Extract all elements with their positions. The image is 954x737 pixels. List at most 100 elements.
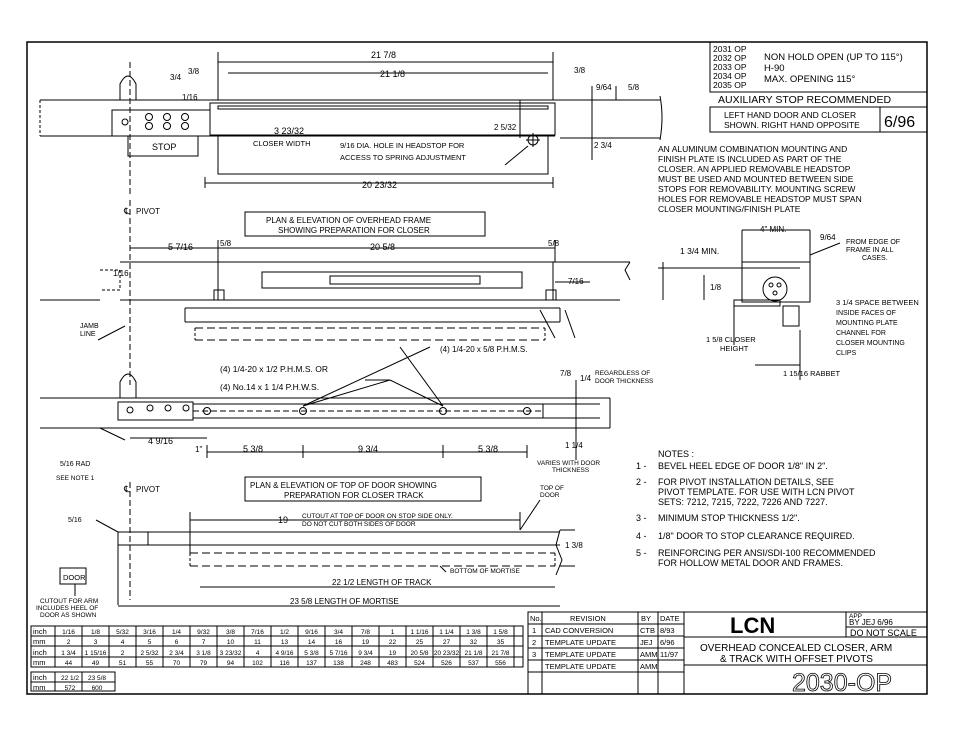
hand-note-1: LEFT HAND DOOR AND CLOSER	[724, 110, 856, 120]
note-text: BEVEL HEEL EDGE OF DOOR 1/8" IN 2".	[658, 461, 828, 471]
note-num: 4 -	[636, 531, 647, 541]
dim-7-16: 7/16	[568, 277, 584, 286]
conversion-cell: 3/16	[143, 629, 156, 636]
bottom-of-mortise: BOTTOM OF MORTISE	[450, 568, 520, 575]
conversion-cell: 10	[227, 639, 235, 646]
dim-1-16: 1/16	[182, 93, 198, 102]
plate-note-line: AN ALUMINUM COMBINATION MOUNTING AND	[658, 144, 847, 154]
conversion-cell: 14	[308, 639, 316, 646]
dim-5-8-b: 5/8	[548, 239, 560, 248]
model-2032: 2032 OP	[713, 53, 747, 63]
note-num: 3 -	[636, 513, 647, 523]
door-label-box	[59, 567, 87, 585]
conversion-cell: 32	[470, 639, 478, 646]
conversion-cell: 51	[119, 660, 127, 667]
conversion-cell: 1/8	[91, 629, 100, 636]
inch-label-3: inch	[33, 673, 47, 682]
conversion-cell: 9 3/4	[358, 650, 373, 657]
aux-stop-note: AUXILIARY STOP RECOMMENDED	[718, 94, 892, 106]
conversion-cell: 6	[175, 639, 179, 646]
conversion-cell: 137	[306, 660, 317, 667]
conversion-cell: 526	[441, 660, 452, 667]
plate-note-line: CLOSER MOUNTING/FINISH PLATE	[658, 204, 801, 214]
track-title-1: PLAN & ELEVATION OF TOP OF DOOR SHOWING	[250, 481, 437, 490]
conversion-cell: 20 23/32	[434, 650, 460, 657]
door-plan-view: (4) 1/4-20 x 1/2 P.H.M.S. OR (4) No.14 x…	[40, 346, 654, 482]
conversion-cell: 1 5/8	[493, 629, 508, 636]
revision-cell: TEMPLATE UPDATE	[545, 650, 616, 659]
hole-note-2: ACCESS TO SPRING ADJUSTMENT	[340, 153, 466, 162]
revision-cell: 8/93	[660, 626, 675, 635]
drawing-title-2: & TRACK WITH OFFSET PIVOTS	[720, 654, 873, 665]
dim-2-3-4: 2 3/4	[594, 141, 612, 150]
conversion-cell: 3 23/32	[220, 650, 242, 657]
conversion-cell: 5 7/16	[329, 650, 347, 657]
dim-5-3-8-b: 5 3/8	[478, 444, 498, 454]
app-label: APP	[849, 613, 862, 620]
top-plan-view: STOP 21 7/8 21 1/8 3/8 3/4 1/16 3/8 9/64…	[39, 50, 663, 195]
stop-box	[127, 135, 199, 157]
dim-1-3-4-min: 1 3/4 MIN.	[680, 246, 719, 256]
varies-1: VARIES WITH DOOR	[537, 460, 600, 467]
dim-1-inch: 1"	[195, 445, 202, 454]
conversion-cell: 1 15/16	[85, 650, 107, 657]
track-title-box	[244, 476, 482, 502]
conversion-cell: 102	[252, 660, 263, 667]
dim-3-8-left: 3/8	[188, 67, 200, 76]
space-note-1: 3 1/4 SPACE BETWEEN	[836, 298, 919, 307]
dim-21-1-8: 21 1/8	[380, 69, 405, 79]
track-length: 22 1/2 LENGTH OF TRACK	[332, 578, 432, 587]
revision-cell: TEMPLATE UPDATE	[545, 638, 616, 647]
revision-cell: 2	[532, 638, 536, 647]
dim-3-4: 3/4	[170, 73, 182, 82]
dim-7-8: 7/8	[560, 369, 572, 378]
conversion-cell: 1 3/8	[466, 629, 481, 636]
note-text: FOR HOLLOW METAL DOOR AND FRAMES.	[658, 558, 843, 568]
dim-3-23-32: 3 23/32	[274, 126, 304, 136]
closer-width-label: CLOSER WIDTH	[253, 139, 311, 148]
mm-label-2: mm	[33, 658, 46, 667]
dim-2-5-32: 2 5/32	[494, 123, 517, 132]
conversion-cell: 572	[65, 685, 76, 692]
plate-note-line: HOLES FOR REMOVABLE HEADSTOP MUST SPAN	[658, 194, 862, 204]
dim-4-min: 4" MIN.	[760, 225, 786, 234]
space-note-3: MOUNTING PLATE	[836, 320, 898, 327]
mm-label-3: mm	[33, 683, 46, 692]
conversion-cell: 116	[279, 660, 290, 667]
revision-cell: 1	[532, 626, 536, 635]
inch-label-1: inch	[33, 627, 47, 636]
conversion-cell: 44	[65, 660, 73, 667]
revision-cell: 6/96	[660, 638, 675, 647]
frame-title-box	[244, 211, 486, 237]
model-2031: 2031 OP	[713, 44, 747, 54]
conversion-cell: 1 3/4	[61, 650, 76, 657]
dim-21-7-8: 21 7/8	[371, 50, 396, 60]
app-by: BY JEJ 6/96	[849, 618, 893, 627]
cutout-arm-3: DOOR AS SHOWN	[40, 612, 97, 619]
note-num: 2 -	[636, 477, 647, 487]
model-note-3: MAX. OPENING 115°	[764, 74, 855, 85]
revision-cell: 11/97	[660, 650, 678, 659]
conversion-cell: 55	[146, 660, 154, 667]
revision-cell: TEMPLATE UPDATE	[545, 662, 616, 671]
conversion-cell: 138	[333, 660, 344, 667]
note-num: 5 -	[636, 548, 647, 558]
model-block: 2031 OP 2032 OP 2033 OP 2034 OP 2035 OP …	[709, 41, 928, 133]
model-note-2: H-90	[764, 63, 785, 74]
notes-heading: NOTES :	[658, 449, 694, 459]
varies-2: THICKNESS	[552, 467, 590, 474]
conversion-cell: 16	[335, 639, 343, 646]
conversion-cell: 4	[256, 650, 260, 657]
lcn-logo: LCN	[730, 613, 775, 638]
jamb-line-1: JAMB	[80, 323, 99, 330]
dim-9-3-4: 9 3/4	[358, 444, 378, 454]
edge-note-2: FRAME IN ALL	[846, 247, 894, 254]
conversion-cell: 3/4	[334, 629, 343, 636]
plate-note-line: MUST BE USED AND MOUNTED BETWEEN SIDE	[658, 174, 854, 184]
conversion-cell: 2 5/32	[140, 650, 158, 657]
conversion-cell: 5/32	[116, 629, 129, 636]
dim-1-3-8: 1 3/8	[565, 541, 583, 550]
conversion-cell: 3 1/8	[196, 650, 211, 657]
